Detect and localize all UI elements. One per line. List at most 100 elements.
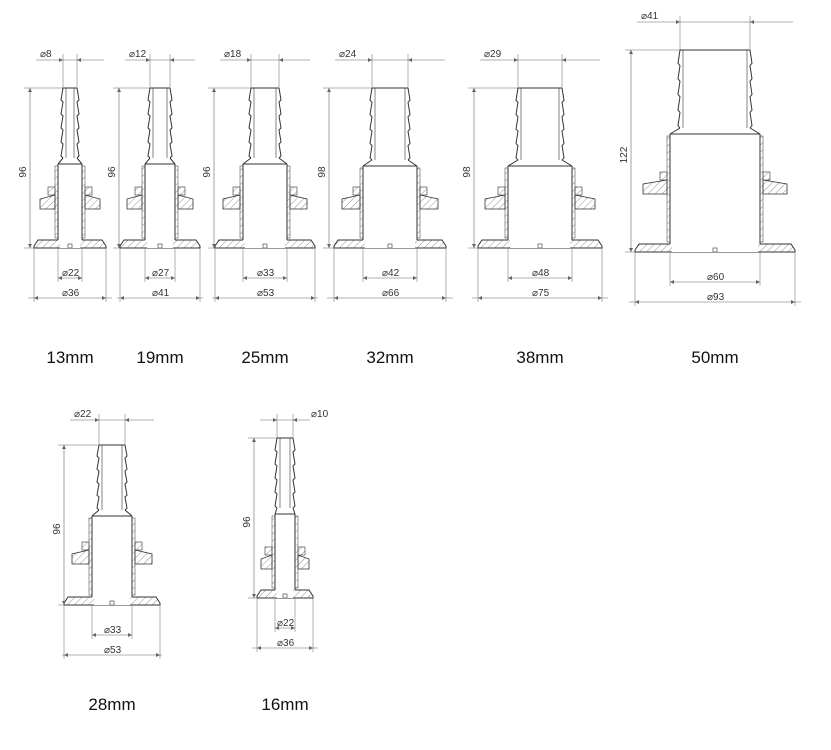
dim-inner-value: ⌀42 [382, 268, 400, 279]
nut-left [484, 194, 506, 210]
barb-outline-right [76, 87, 80, 159]
dim-outer-value: ⌀36 [62, 288, 80, 299]
dim-outer-diameter: ⌀36 [28, 248, 112, 302]
flange [119, 239, 201, 249]
arrow [791, 300, 795, 304]
dim-height: 96 [18, 87, 63, 249]
lock-nut [260, 546, 310, 570]
arrow [156, 653, 160, 657]
barb-outline-left [248, 87, 252, 159]
arrow [309, 646, 313, 650]
arrow [413, 276, 417, 280]
arrow [568, 276, 572, 280]
flange [634, 243, 796, 253]
nut-right [134, 549, 153, 565]
arrow [215, 296, 219, 300]
dim-top-diameter: ⌀8 [36, 49, 104, 88]
drain-notch [262, 243, 268, 249]
arrow [635, 300, 639, 304]
barb-outline-left [677, 49, 681, 129]
thread-left [239, 165, 244, 239]
thread-right [174, 165, 179, 239]
dim-inner-diameter: ⌀33 [91, 605, 133, 639]
nut-lug-left [659, 171, 668, 181]
lock-nut [484, 186, 596, 210]
drain-notch [537, 243, 543, 249]
arrow [120, 296, 124, 300]
arrow [62, 445, 66, 449]
arrow [92, 633, 96, 637]
nut-lug-left [497, 186, 506, 196]
nut-right [289, 194, 308, 210]
arrow [28, 88, 32, 92]
arrow [257, 646, 261, 650]
nut-right [177, 194, 194, 210]
dim-inner-value: ⌀60 [707, 272, 725, 283]
dim-height: 96 [107, 87, 150, 249]
dim-top-diameter: ⌀12 [125, 49, 195, 88]
thread-left [504, 167, 509, 239]
hose-barb [515, 87, 565, 161]
nut-lug-right [762, 171, 771, 181]
nut-lug-left [81, 541, 90, 551]
shoulder-left [91, 509, 100, 517]
arrow [252, 594, 256, 598]
dim-inner-diameter: ⌀60 [669, 252, 761, 286]
lock-nut [39, 186, 101, 210]
arrow [472, 88, 476, 92]
nut-right [762, 179, 788, 195]
threaded-body [141, 157, 179, 240]
barb-outline-right [561, 87, 565, 161]
dim-outer-value: ⌀53 [104, 645, 122, 656]
arrow [408, 58, 412, 62]
size-label: 16mm [261, 695, 309, 714]
dim-top-value: ⌀22 [74, 409, 92, 420]
dim-top-diameter: ⌀24 [335, 49, 445, 88]
thread-left [271, 515, 276, 589]
flange [477, 239, 603, 249]
arrow [247, 58, 251, 62]
arrow [117, 244, 121, 248]
dim-outer-diameter: ⌀53 [62, 605, 162, 659]
nut-right [297, 554, 310, 570]
thread-left [141, 165, 146, 239]
dim-outer-value: ⌀75 [532, 288, 550, 299]
dim-top-value: ⌀10 [311, 409, 329, 420]
lock-nut [642, 171, 788, 195]
nut-lug-right [177, 186, 186, 196]
dim-top-diameter: ⌀22 [70, 409, 154, 445]
arrow [472, 244, 476, 248]
arrow [95, 418, 99, 422]
thread-right [571, 167, 576, 239]
nut-left [642, 179, 668, 195]
arrow [756, 280, 760, 284]
arrow [146, 58, 150, 62]
arrow [252, 438, 256, 442]
dim-outer-diameter: ⌀53 [212, 248, 318, 302]
size-label: 32mm [366, 348, 414, 367]
dim-outer-diameter: ⌀36 [252, 598, 318, 652]
arrow [442, 296, 446, 300]
dim-top-value: ⌀18 [224, 49, 242, 60]
arrow [170, 58, 174, 62]
dim-outer-value: ⌀53 [257, 288, 275, 299]
dim-height-value: 96 [18, 166, 29, 178]
nut-lug-right [84, 186, 93, 196]
barb-outline-left [274, 437, 278, 509]
nut-lug-left [232, 186, 241, 196]
dim-outer-diameter: ⌀66 [327, 248, 453, 302]
arrow [291, 626, 295, 630]
drain-notch [67, 243, 73, 249]
dim-inner-diameter: ⌀33 [242, 248, 288, 282]
fitting-13mm: ⌀896⌀22⌀36 [18, 49, 112, 302]
arrow [279, 58, 283, 62]
hose-barb [60, 87, 80, 159]
barb-outline-left [147, 87, 151, 159]
nut-lug-left [134, 186, 143, 196]
nut-lug-right [134, 541, 143, 551]
drain-notch [282, 593, 288, 599]
arrow [117, 88, 121, 92]
dim-inner-value: ⌀48 [532, 268, 550, 279]
arrow [275, 626, 279, 630]
